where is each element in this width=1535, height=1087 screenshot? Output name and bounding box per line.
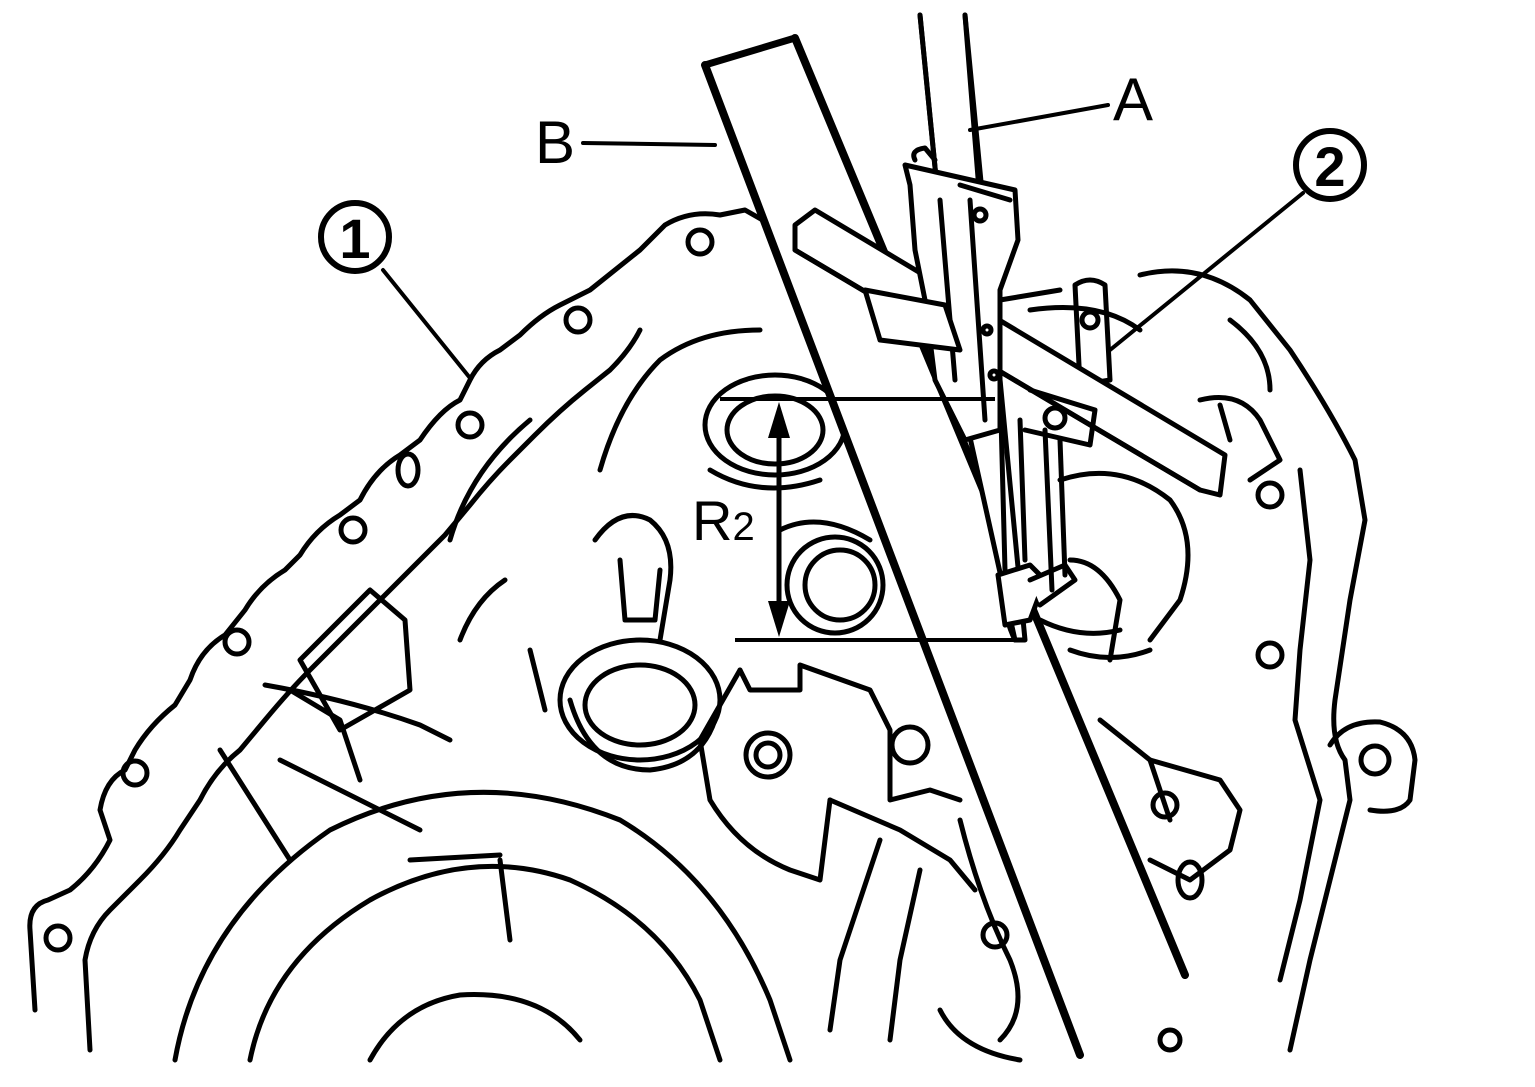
callout-1: 1 [318,200,392,274]
depth-gauge-a [792,12,1228,643]
r2-dimension [720,397,1018,642]
dimension-label-sub: 2 [732,505,754,549]
dimension-label-main: R [692,489,732,552]
callout-2-label: 2 [1314,135,1345,198]
leader-lines [381,103,1305,380]
transaxle-case [27,207,1418,1063]
tool-b-label: B [535,109,575,176]
callout-1-label: 1 [339,207,370,270]
callout-2: 2 [1293,128,1367,202]
tool-a-label: A [1113,66,1153,133]
dimension-label: R2 [692,489,755,552]
